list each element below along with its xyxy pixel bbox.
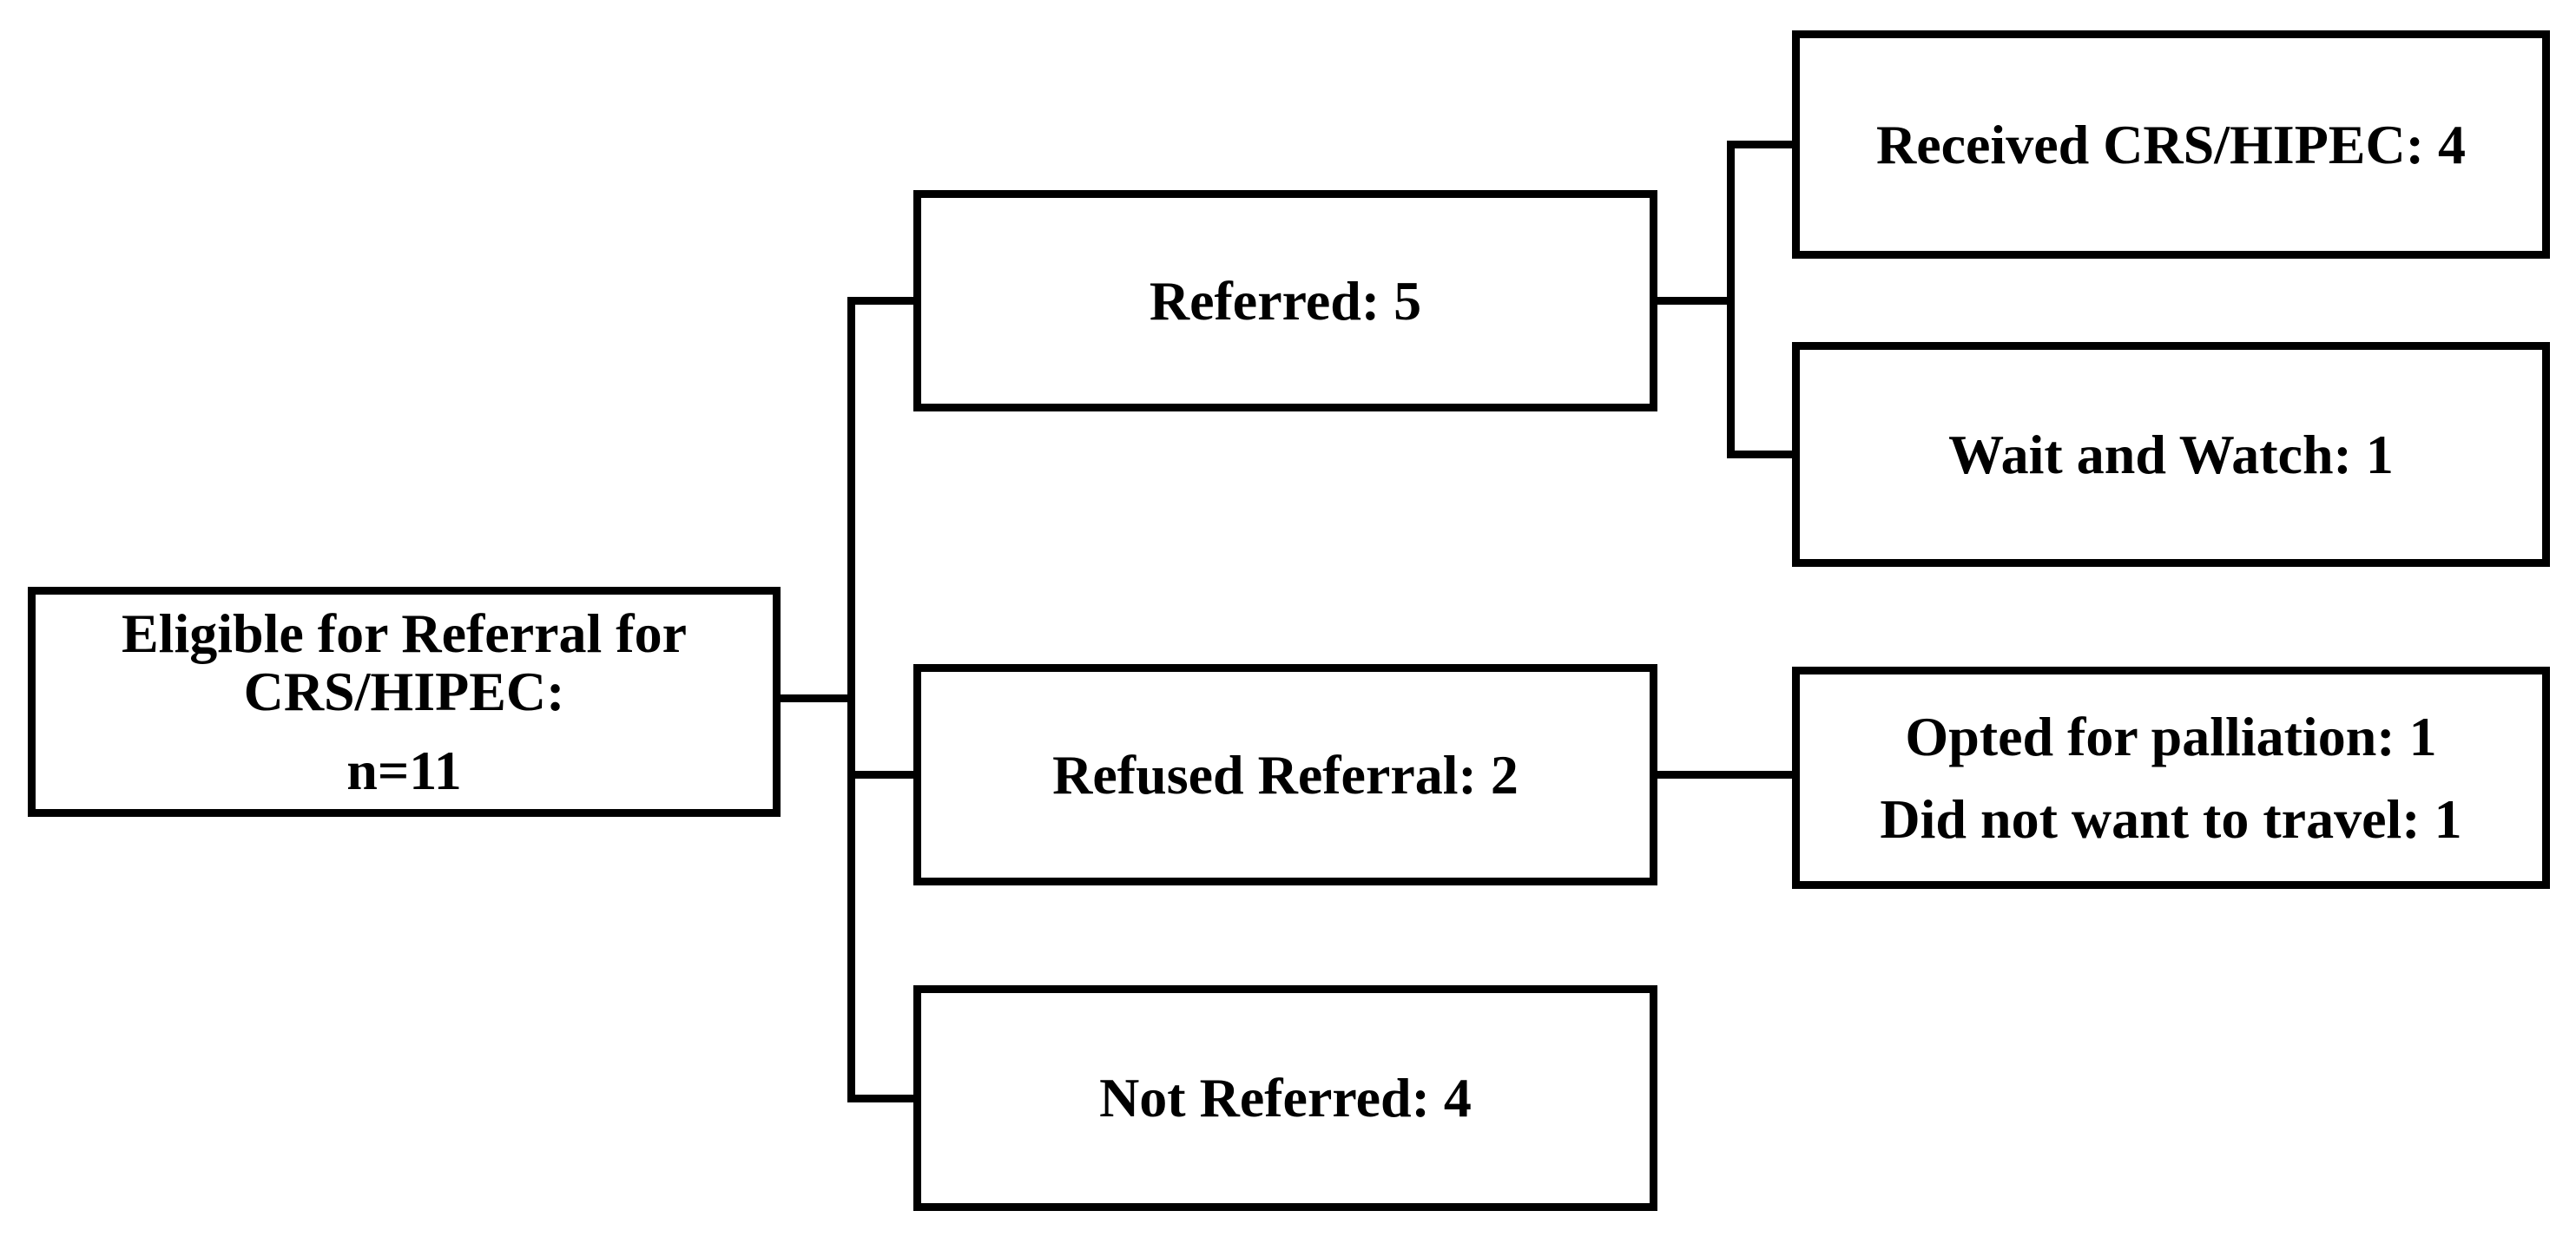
node-label-line: Eligible for Referral for [121, 602, 688, 664]
connector-branch-to-wait-and-watch [1727, 451, 1792, 458]
node-label-line: Did not want to travel: 1 [1880, 788, 2462, 850]
node-referred: Referred: 5 [913, 190, 1657, 411]
node-received-crs-hipec: Received CRS/HIPEC: 4 [1792, 30, 2550, 259]
connector-trunk-to-refused [847, 771, 913, 779]
connector-trunk-to-not-referred [847, 1095, 913, 1102]
connector-trunk-to-referred [847, 297, 913, 305]
connector-refused-to-outcomes [1657, 771, 1792, 779]
node-label: Refused Referral: 2 [1052, 743, 1519, 806]
connector-branch-to-received [1727, 141, 1792, 148]
connector-trunk-vertical [847, 297, 855, 1102]
node-label: Wait and Watch: 1 [1948, 423, 2394, 485]
node-label: Not Referred: 4 [1099, 1067, 1472, 1129]
node-refusal-outcomes: Opted for palliation: 1 Did not want to … [1792, 667, 2550, 889]
connector-eligible-to-trunk [781, 694, 855, 702]
node-eligible-for-referral: Eligible for Referral for CRS/HIPEC: n=1… [28, 587, 781, 817]
node-not-referred: Not Referred: 4 [913, 985, 1657, 1211]
node-label: Received CRS/HIPEC: 4 [1875, 113, 2467, 175]
connector-branch-vertical [1727, 141, 1735, 458]
node-wait-and-watch: Wait and Watch: 1 [1792, 342, 2550, 567]
connector-referred-to-branch [1657, 297, 1735, 305]
node-label: Referred: 5 [1149, 269, 1422, 332]
node-label-line: n=11 [346, 740, 462, 802]
node-refused-referral: Refused Referral: 2 [913, 664, 1657, 885]
node-label-line: CRS/HIPEC: [243, 660, 565, 722]
node-label-line: Opted for palliation: 1 [1905, 705, 2437, 767]
